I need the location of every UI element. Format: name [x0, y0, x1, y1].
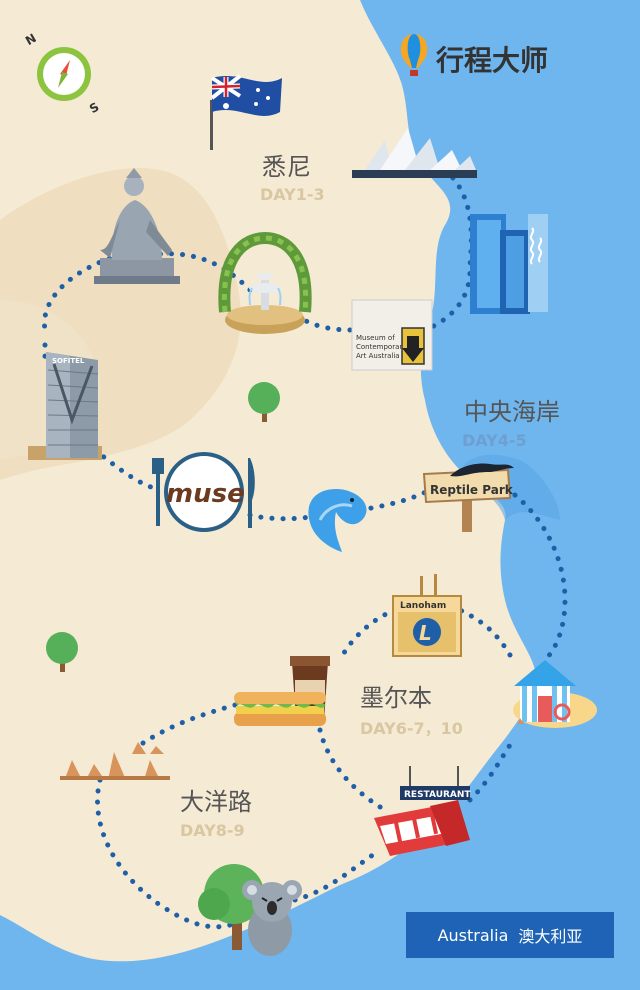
region-sydney-name: 悉尼 — [262, 153, 312, 181]
region-sydney-days: DAY1-3 — [260, 185, 325, 204]
country-name-en: Australia — [437, 925, 509, 945]
opera-house-icon — [352, 128, 477, 178]
sandwich-coffee-icon — [234, 656, 330, 726]
twelve-apostles-icon — [60, 742, 170, 780]
muse-label: muse — [166, 479, 245, 509]
svg-text:L: L — [419, 621, 432, 645]
museum-label-line2: Contemporary — [356, 343, 406, 351]
museum-label-line3: Art Australia — [356, 352, 400, 360]
region-central-coast-days: DAY4-5 — [462, 431, 527, 450]
fountain-icon — [218, 231, 312, 334]
sofitel-label: SOFITEL — [52, 357, 85, 365]
region-melbourne-name: 墨尔本 — [360, 684, 432, 712]
country-name-zh: 澳大利亚 — [518, 927, 583, 946]
museum-icon: Museum of Contemporary Art Australia — [351, 299, 433, 371]
sofitel-building-icon: SOFITEL — [28, 352, 102, 460]
blue-towers-icon — [470, 214, 548, 314]
country-badge: Australia 澳大利亚 — [406, 912, 614, 958]
muse-restaurant-icon: muse — [152, 452, 255, 532]
balloon-icon — [400, 34, 428, 76]
reptile-park-sign: Reptile Park — [422, 463, 514, 532]
region-great-ocean-road-name: 大洋路 — [180, 788, 252, 816]
lanoham-label: Lanoham — [400, 601, 446, 611]
dolphin-icon — [308, 489, 367, 552]
beach-hut-icon — [513, 660, 597, 728]
compass-icon: N S — [23, 31, 101, 116]
route-lines — [41, 167, 568, 930]
tree-icon — [46, 632, 78, 672]
statue-icon — [94, 168, 180, 284]
region-melbourne-days: DAY6-7，10 — [360, 719, 463, 738]
australia-flag-icon — [210, 74, 282, 150]
lanoham-hotel-icon: Lanoham L — [392, 574, 462, 657]
region-great-ocean-road-days: DAY8-9 — [180, 821, 245, 840]
region-central-coast-name: 中央海岸 — [464, 398, 560, 426]
reptile-park-label: Reptile Park — [430, 483, 514, 497]
logo-text: 行程大师 — [435, 44, 548, 77]
restaurant-label: RESTAURANT — [404, 790, 471, 800]
tree-icon — [248, 382, 280, 422]
koala-icon — [198, 864, 302, 956]
restaurant-tram-icon: RESTAURANT — [374, 766, 471, 856]
museum-label-line1: Museum of — [356, 334, 395, 342]
